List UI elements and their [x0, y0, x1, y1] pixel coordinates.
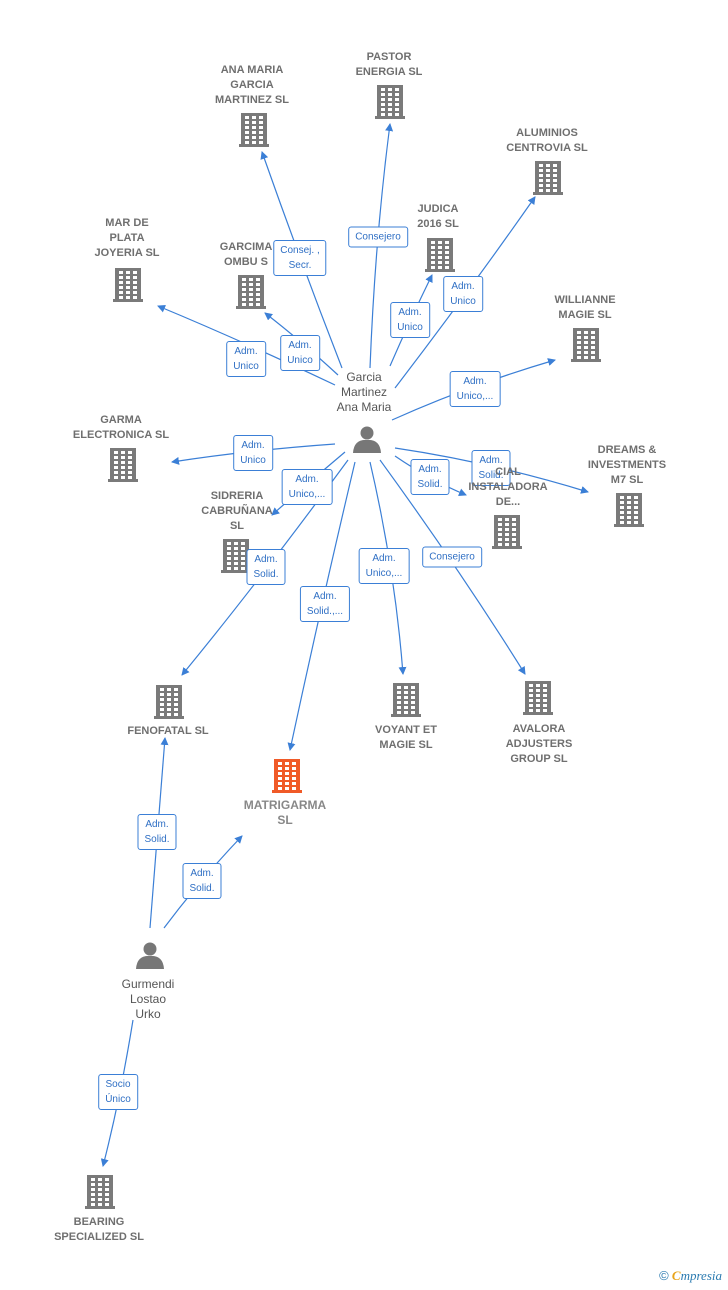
- building-icon-bearing[interactable]: [85, 1175, 115, 1209]
- building-icon-sidreria[interactable]: [221, 539, 251, 573]
- role-label-gurmendi-to-matrigarma[interactable]: Adm. Solid.: [182, 863, 222, 899]
- role-label-garcia-to-matrigarma[interactable]: Adm. Solid.,...: [299, 586, 351, 622]
- building-icon-pastor[interactable]: [375, 85, 405, 119]
- icons-layer: [85, 85, 644, 1209]
- node-label-matrigarma[interactable]: MATRIGARMA SL: [243, 798, 327, 827]
- role-label-garcia-to-judica[interactable]: Adm. Unico: [390, 302, 430, 338]
- node-label-garcima[interactable]: GARCIMA OMBU S: [219, 241, 273, 268]
- building-icon-judica[interactable]: [425, 238, 455, 272]
- role-label-garcia-to-mar_de_plata[interactable]: Adm. Unico: [226, 341, 266, 377]
- building-icon-garma[interactable]: [108, 448, 138, 482]
- role-label-garcia-to-fenofatal[interactable]: Adm. Solid.: [246, 549, 286, 585]
- brand-name: mpresia: [680, 1268, 722, 1283]
- role-label-gurmendi-to-bearing[interactable]: Socio Único: [98, 1074, 138, 1110]
- node-label-gurmendi[interactable]: Gurmendi Lostao Urko: [121, 977, 175, 1021]
- node-label-dreams[interactable]: DREAMS & INVESTMENTS M7 SL: [587, 444, 667, 486]
- building-icon-matrigarma[interactable]: [272, 759, 302, 793]
- building-icon-mar_de_plata[interactable]: [113, 268, 143, 302]
- role-label-garcia-to-ana_maria[interactable]: Consej. , Secr.: [273, 240, 327, 276]
- role-label-garcia-to-comercial[interactable]: Adm. Solid.: [410, 459, 450, 495]
- node-label-garcia[interactable]: Garcia Martinez Ana Maria: [336, 370, 392, 414]
- role-label-garcia-to-garma[interactable]: Adm. Unico: [233, 435, 273, 471]
- building-icon-dreams[interactable]: [614, 493, 644, 527]
- person-icon-gurmendi[interactable]: [136, 942, 164, 970]
- node-label-willianne[interactable]: WILLIANNE MAGIE SL: [554, 294, 616, 321]
- edge-garcia-to-avalora: [379, 459, 526, 675]
- node-label-sidreria[interactable]: SIDRERIA CABRUÑANA SL: [201, 490, 273, 532]
- node-label-fenofatal[interactable]: FENOFATAL SL: [127, 725, 209, 737]
- building-icon-fenofatal[interactable]: [154, 685, 184, 719]
- copyright-symbol: ©: [659, 1268, 669, 1283]
- building-icon-ana_maria[interactable]: [239, 113, 269, 147]
- role-label-garcia-to-avalora[interactable]: Consejero: [422, 546, 482, 568]
- role-label-gurmendi-to-fenofatal[interactable]: Adm. Solid.: [137, 814, 177, 850]
- role-label-garcia-to-voyant[interactable]: Adm. Unico,...: [358, 548, 410, 584]
- role-label-garcia-to-aluminios[interactable]: Adm. Unico: [443, 276, 483, 312]
- node-label-bearing[interactable]: BEARING SPECIALIZED SL: [54, 1216, 144, 1243]
- node-label-garma[interactable]: GARMA ELECTRONICA SL: [72, 414, 170, 441]
- building-icon-aluminios[interactable]: [533, 161, 563, 195]
- building-icon-voyant[interactable]: [391, 683, 421, 717]
- node-label-comercial[interactable]: CIAL INSTALADORA DE...: [468, 466, 548, 508]
- node-label-ana_maria[interactable]: ANA MARIA GARCIA MARTINEZ SL: [215, 64, 289, 106]
- node-label-mar_de_plata[interactable]: MAR DE PLATA JOYERIA SL: [94, 217, 160, 259]
- building-icon-willianne[interactable]: [571, 328, 601, 362]
- role-label-garcia-to-garcima[interactable]: Adm. Unico: [280, 335, 320, 371]
- role-label-garcia-to-willianne[interactable]: Adm. Unico,...: [449, 371, 501, 407]
- building-icon-comercial[interactable]: [492, 515, 522, 549]
- role-label-garcia-to-sidreria[interactable]: Adm. Unico,...: [281, 469, 333, 505]
- brand-initial: C: [671, 1268, 681, 1283]
- role-label-garcia-to-dreams[interactable]: Adm. Solid.: [471, 450, 511, 486]
- role-label-garcia-to-pastor[interactable]: Consejero: [348, 226, 408, 248]
- empresia-watermark: © Cmpresia: [659, 1268, 722, 1284]
- person-icon-garcia[interactable]: [353, 426, 381, 454]
- node-label-pastor[interactable]: PASTOR ENERGIA SL: [355, 51, 423, 78]
- building-icon-garcima[interactable]: [236, 275, 266, 309]
- node-label-avalora[interactable]: AVALORA ADJUSTERS GROUP SL: [505, 723, 573, 765]
- node-label-judica[interactable]: JUDICA 2016 SL: [417, 203, 459, 230]
- building-icon-avalora[interactable]: [523, 681, 553, 715]
- node-label-voyant[interactable]: VOYANT ET MAGIE SL: [375, 724, 437, 751]
- node-label-aluminios[interactable]: ALUMINIOS CENTROVIA SL: [506, 127, 588, 154]
